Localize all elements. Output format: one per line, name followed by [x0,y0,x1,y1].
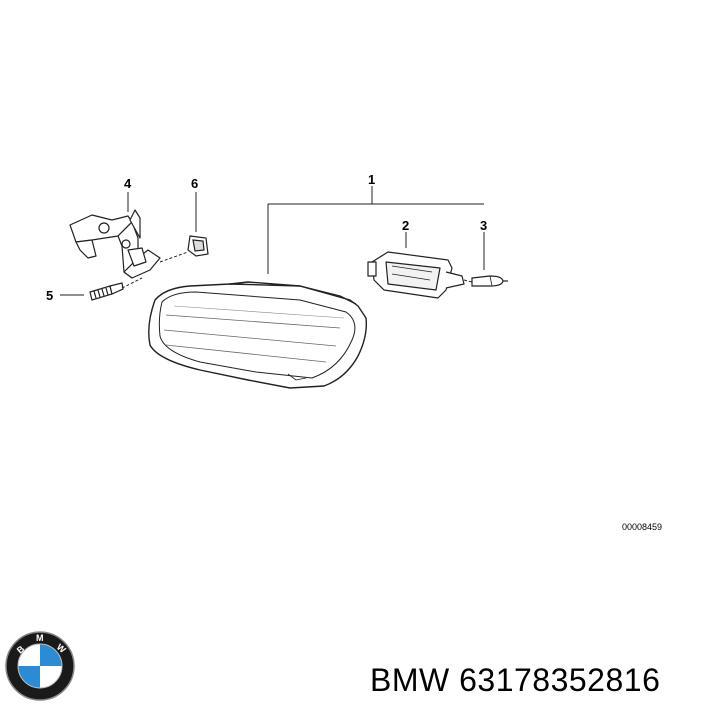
leader-lines [60,186,485,296]
svg-text:M: M [36,633,44,643]
screw-part [89,282,124,301]
bulb-holder-part [367,251,465,299]
part-number-caption: BMW 63178352816 [370,662,661,698]
diagram-reference-code: 00008459 [622,522,662,532]
bracket-part [69,209,161,279]
callout-part-3: 3 [480,218,487,233]
callout-part-4: 4 [124,176,132,191]
callout-part-5: 5 [46,288,53,303]
bmw-roundel-icon: B M W [5,631,75,701]
callout-part-6: 6 [191,176,198,191]
callout-part-1: 1 [368,172,375,187]
fog-lamp-housing-part [148,281,368,389]
clip-nut-part [187,235,209,257]
svg-text:B: B [15,643,27,655]
bulb-part [471,275,508,287]
callout-part-2: 2 [402,218,409,233]
